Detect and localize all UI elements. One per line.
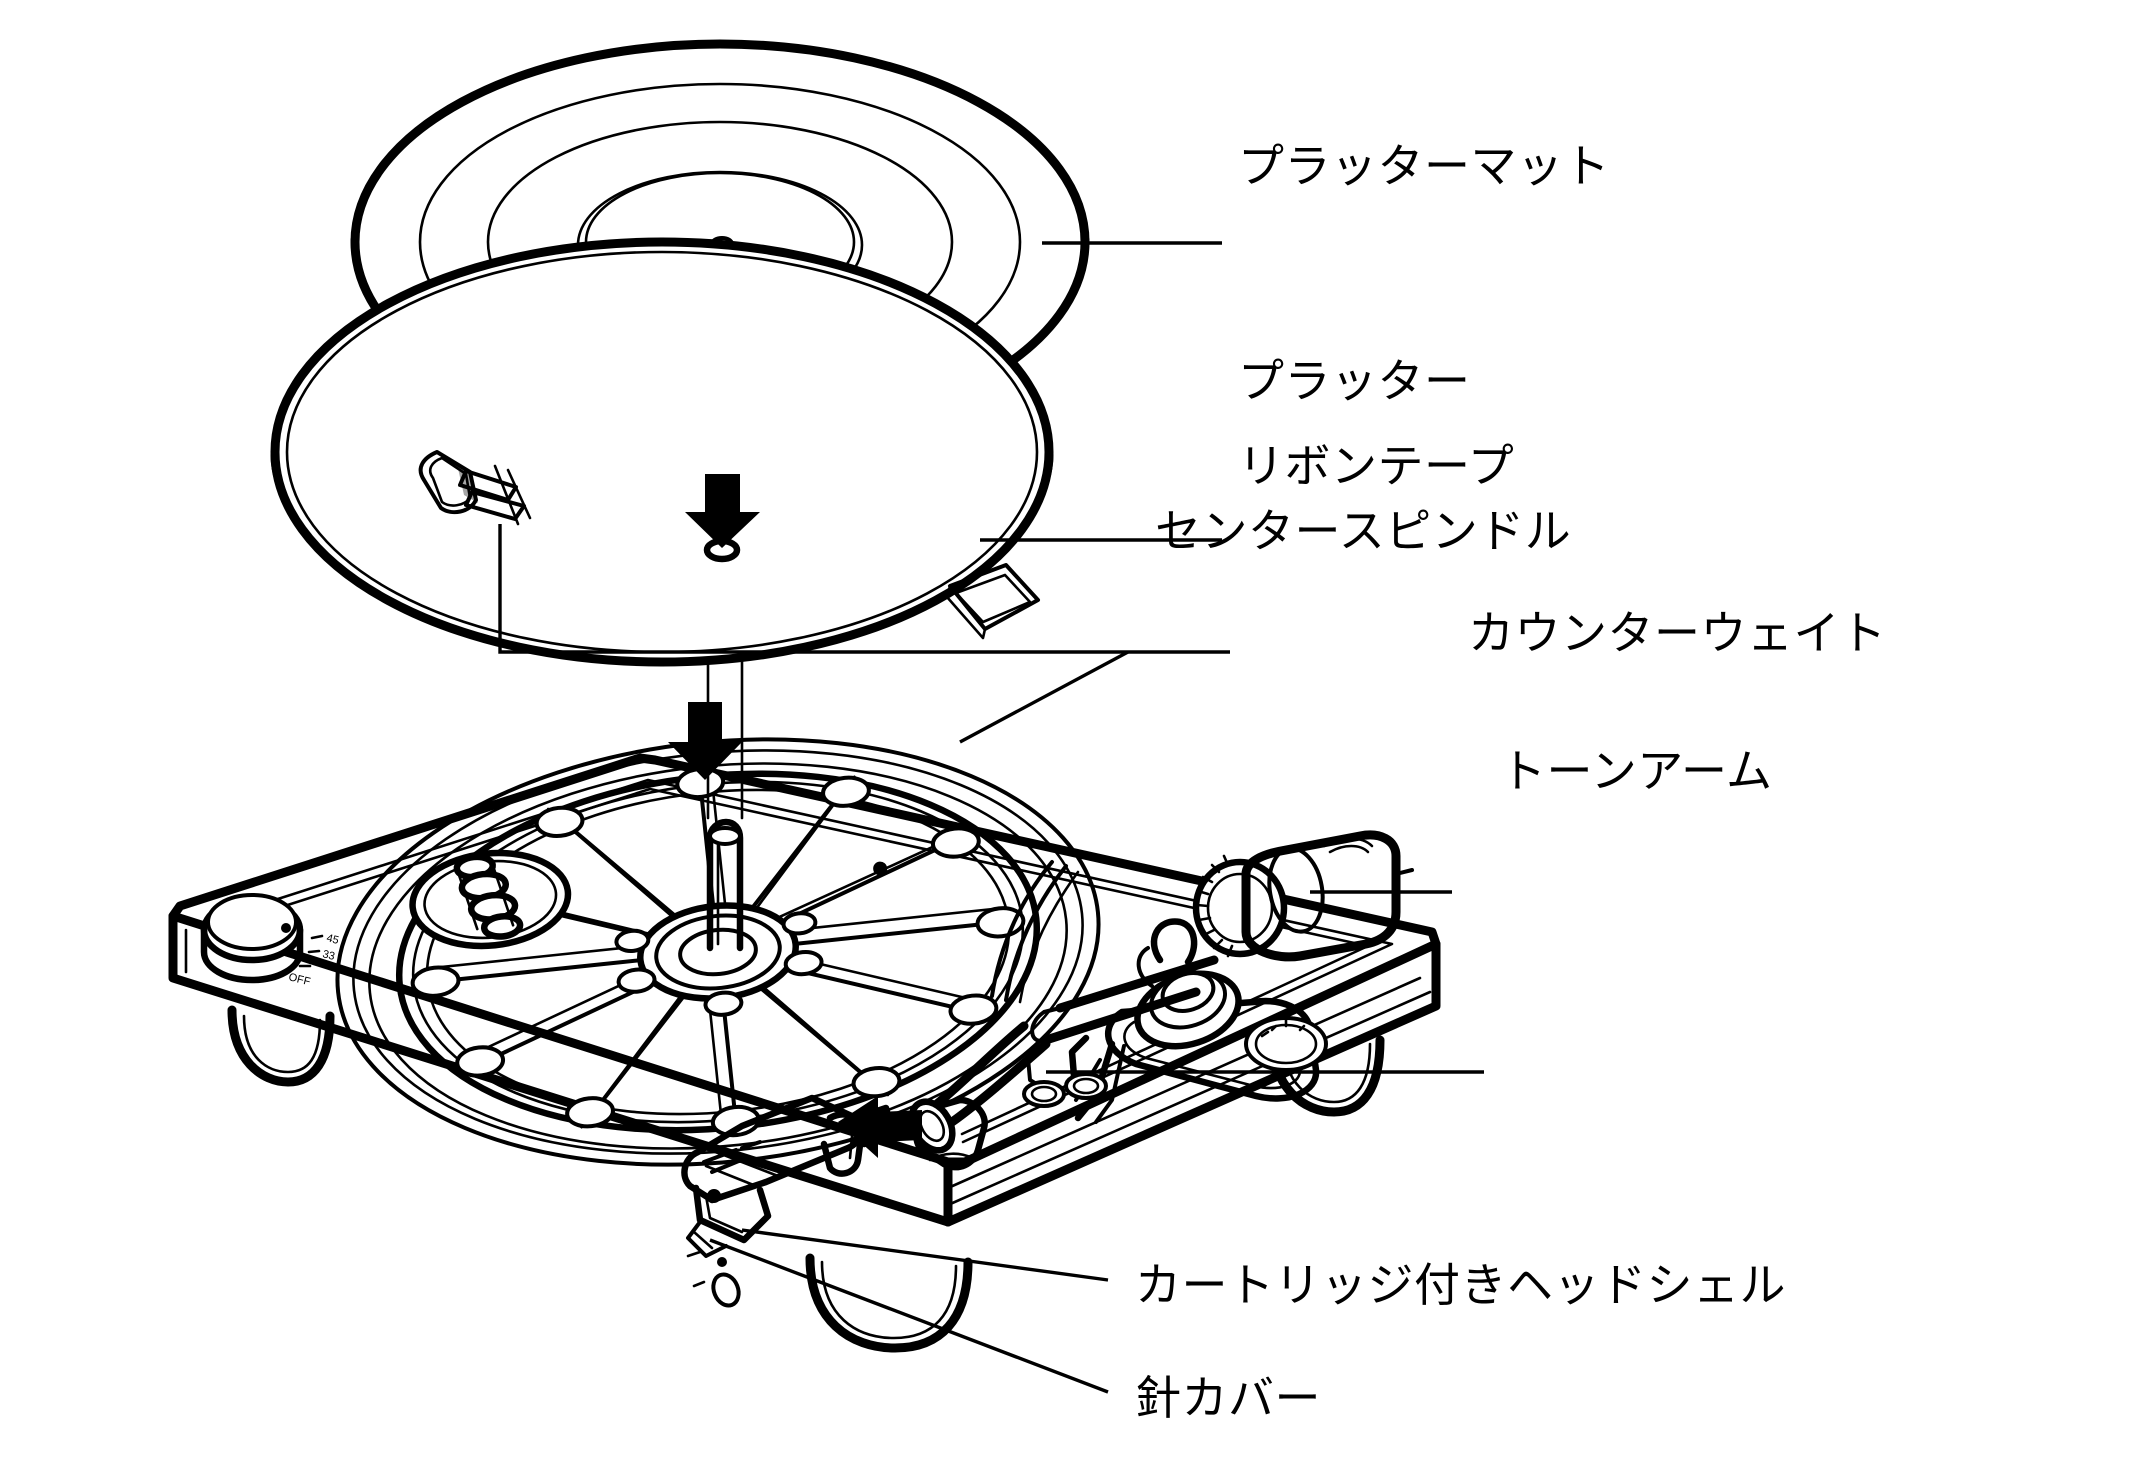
label-platter-mat: プラッターマット xyxy=(1238,140,1610,192)
label-stylus-cover: 針カバー xyxy=(1135,1372,1321,1424)
leader-lines xyxy=(709,241,1484,1394)
cartridge xyxy=(686,1184,772,1258)
counterweight-illustration xyxy=(1241,830,1414,962)
assembly-arrow-headshell xyxy=(838,1096,922,1158)
motor-pulley xyxy=(409,849,572,950)
tonearm-assembly xyxy=(908,830,1414,1171)
leader-ribbon-tape xyxy=(498,524,1230,654)
speed-markings: 45 33 OFF xyxy=(287,932,340,988)
label-platter: プラッター xyxy=(1238,355,1471,407)
center-spindle-illustration xyxy=(668,658,744,952)
label-center-spindle: センタースピンドル xyxy=(1155,505,1572,557)
label-ribbon-tape: リボンテープ xyxy=(1238,440,1515,492)
platter-illustration xyxy=(270,237,1230,667)
assembly-arrow-top xyxy=(685,474,760,548)
label-tonearm: トーンアーム xyxy=(1500,745,1773,797)
panel-indicator xyxy=(686,1250,741,1308)
svg-text:OFF: OFF xyxy=(287,971,312,988)
label-counterweight: カウンターウェイト xyxy=(1468,607,1887,659)
label-headshell-cartridge: カートリッジ付きヘッドシェル xyxy=(1135,1259,1786,1311)
base-foot-front xyxy=(805,1253,973,1353)
svg-text:33: 33 xyxy=(321,948,336,963)
leader-headshell xyxy=(741,1228,1109,1282)
assembly-arrow-middle xyxy=(668,702,742,780)
anti-skate-dial xyxy=(1192,854,1288,958)
svg-text:45: 45 xyxy=(325,932,340,947)
speed-selector-knob: 45 33 OFF xyxy=(200,893,340,988)
tonearm-rest xyxy=(1022,1034,1108,1108)
tonearm-base xyxy=(1104,997,1328,1102)
ribbon-tape-illustration xyxy=(418,450,532,526)
leader-center-spindle xyxy=(959,650,1129,744)
drive-wheel xyxy=(395,766,1041,1138)
tonearm-tube-upper xyxy=(1055,955,1219,1013)
platter-finger-slot xyxy=(945,563,1040,640)
tonearm-tube-lower xyxy=(947,1039,1051,1127)
base-foot-left xyxy=(227,1005,335,1087)
leader-stylus-cover xyxy=(709,1238,1109,1394)
